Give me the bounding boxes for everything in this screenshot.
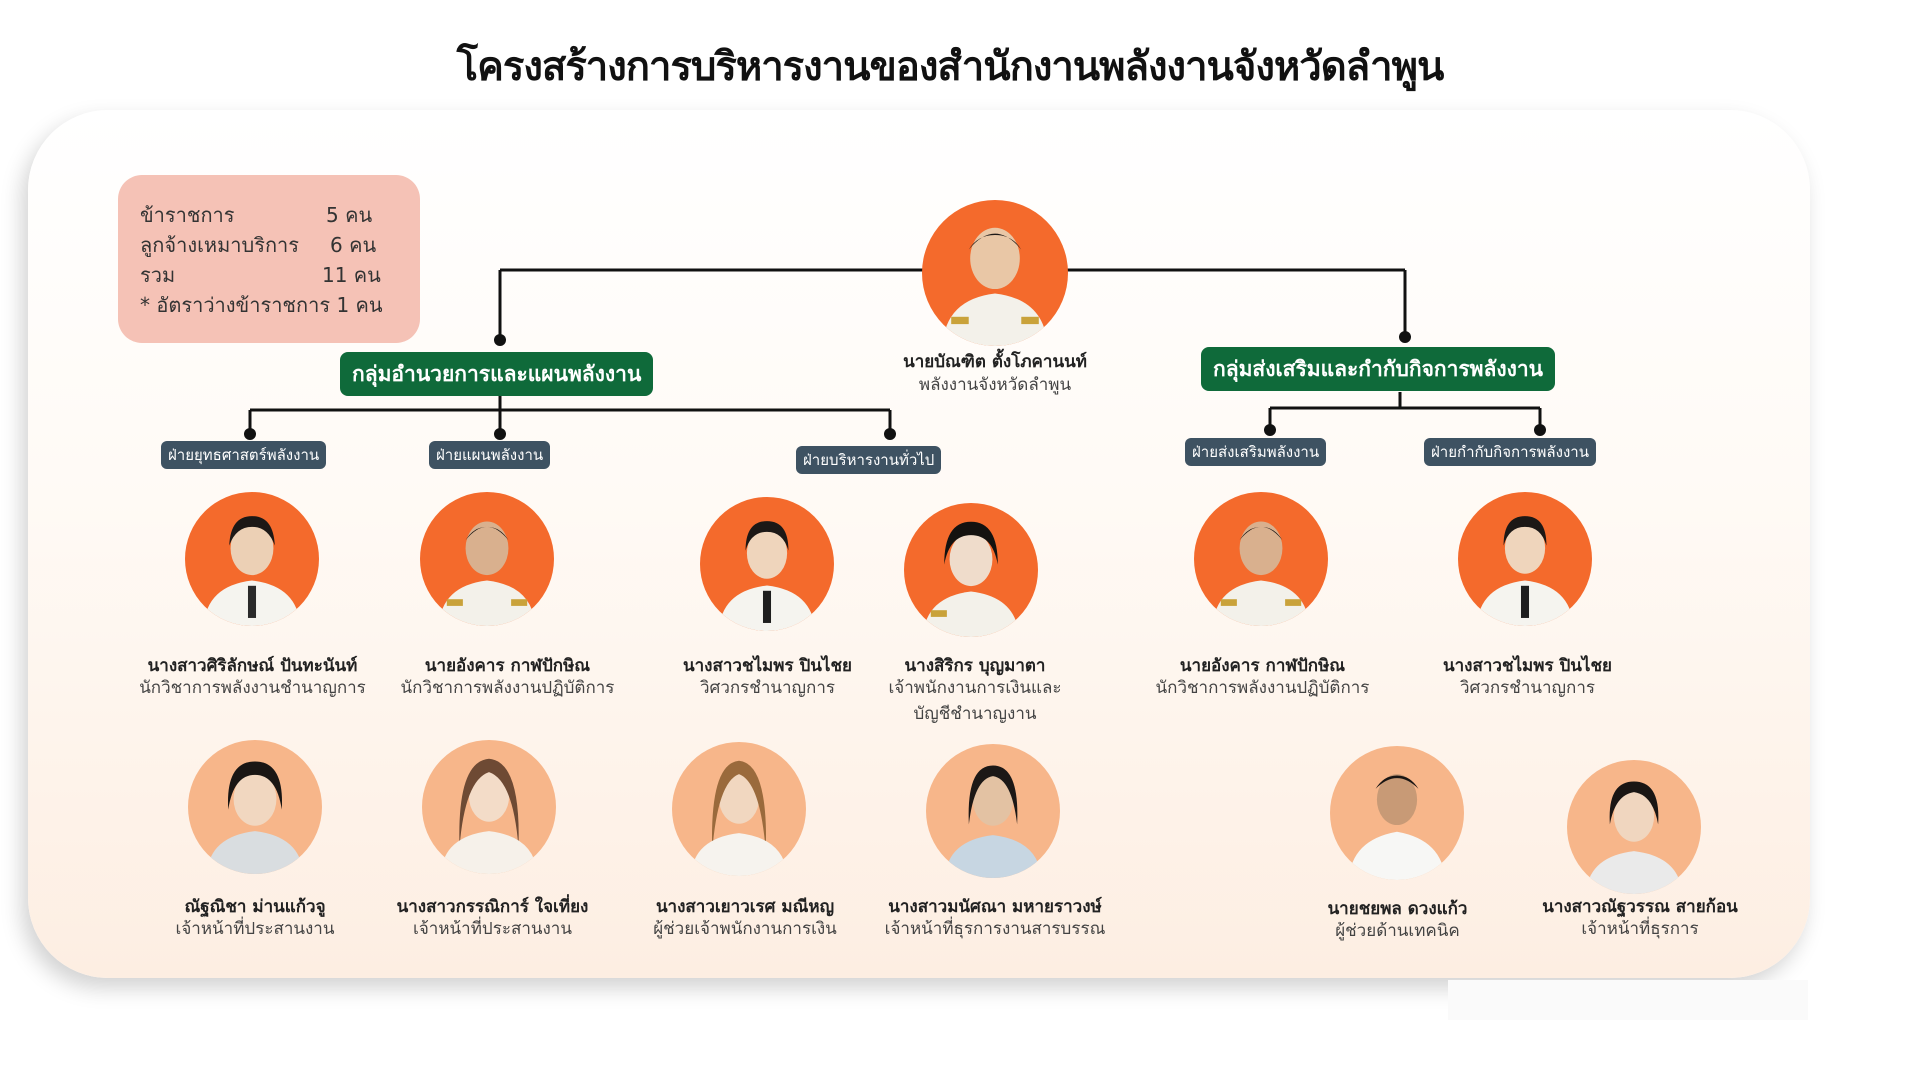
staff-photo (1567, 760, 1701, 894)
staff-position: นักวิชาการพลังงานปฏิบัติการ (1155, 678, 1370, 698)
corner-patch (1448, 980, 1808, 1020)
staff-photo (1330, 746, 1464, 880)
staff-photo (422, 740, 556, 874)
section-general-admin: ฝ่ายบริหารงานทั่วไป (796, 446, 942, 474)
staff-photo (672, 742, 806, 876)
stat-value-total: 11 คน (322, 263, 381, 287)
page-title: โครงสร้างการบริหารงานของสำนักงานพลังงานจ… (456, 44, 1445, 90)
staff-position: เจ้าหน้าที่ธุรการงานสารบรรณ (884, 919, 1106, 939)
staff-photo (1194, 492, 1328, 626)
stat-note-vacancy: * อัตราว่างข้าราชการ 1 คน (140, 293, 383, 317)
staff-name: นางสิริกร บุญมาตา (904, 656, 1046, 676)
stat-value-contract-staff: 6 คน (330, 233, 377, 257)
section-planning: ฝ่ายแผนพลังงาน (429, 441, 551, 469)
staff-photo (926, 744, 1060, 878)
head-name: นายบัณฑิต ตั้งโภคานนท์ (903, 352, 1087, 372)
staff-photo (1458, 492, 1592, 626)
staff-photo (904, 503, 1038, 637)
staff-position-line2: บัญชีชำนาญงาน (913, 704, 1037, 724)
staff-name: นางสาวเยาวเรศ มณีหญ (655, 897, 835, 917)
staff-position: เจ้าพนักงานการเงินและ (888, 678, 1062, 698)
group-admin-planning: กลุ่มอำนวยการและแผนพลังงาน (340, 352, 654, 396)
section-strategy: ฝ่ายยุทธศาสตร์พลังงาน (161, 441, 327, 469)
section-regulation: ฝ่ายกำกับกิจการพลังงาน (1424, 438, 1596, 466)
staff-name: นางสาวศิริลักษณ์ ปันทะนันท์ (147, 656, 358, 676)
head-position: พลังงานจังหวัดลำพูน (918, 375, 1072, 395)
staff-photo (420, 492, 554, 626)
staff-summary-box: ข้าราชการ 5 คน ลูกจ้างเหมาบริการ 6 คน รว… (118, 175, 420, 343)
staff-position: ผู้ช่วยด้านเทคนิค (1335, 921, 1460, 941)
stat-label-total: รวม (140, 263, 176, 287)
staff-name: นายชยพล ดวงแก้ว (1327, 899, 1468, 919)
staff-position: นักวิชาการพลังงานชำนาญการ (139, 678, 366, 698)
staff-name: ณัฐณิชา ม่านแก้วจู (184, 897, 326, 917)
stat-label-contract-staff: ลูกจ้างเหมาบริการ (140, 233, 300, 257)
staff-position: เจ้าหน้าที่ประสานงาน (175, 919, 335, 939)
staff-name: นางสาวณัฐวรรณ สายก้อน (1542, 897, 1738, 917)
stat-value-civil-servants: 5 คน (326, 203, 373, 227)
staff-position: ผู้ช่วยเจ้าพนักงานการเงิน (653, 919, 837, 939)
head-photo (922, 200, 1068, 346)
staff-position: เจ้าหน้าที่ประสานงาน (413, 919, 572, 939)
staff-name: นางสาวมนัศณา มหายราวงษ์ (888, 897, 1102, 917)
staff-position: นักวิชาการพลังงานปฏิบัติการ (400, 678, 615, 698)
staff-photo (188, 740, 322, 874)
stat-label-civil-servants: ข้าราชการ (140, 203, 235, 227)
group-promotion-regulation: กลุ่มส่งเสริมและกำกับกิจการพลังงาน (1201, 347, 1556, 391)
staff-name: นายอังคาร กาฬปักษิณ (424, 656, 591, 676)
staff-name: นางสาวชไมพร ปินไชย (683, 656, 852, 676)
staff-position: วิศวกรชำนาญการ (699, 678, 835, 698)
staff-photo (700, 497, 834, 631)
staff-name: นางสาวกรรณิการ์ ใจเที่ยง (396, 897, 589, 917)
section-promotion: ฝ่ายส่งเสริมพลังงาน (1185, 438, 1327, 466)
staff-name: นางสาวชไมพร ปินไชย (1443, 656, 1612, 676)
staff-position: วิศวกรชำนาญการ (1459, 678, 1595, 698)
staff-position: เจ้าหน้าที่ธุรการ (1581, 919, 1699, 939)
staff-name: นายอังคาร กาฬปักษิณ (1179, 656, 1346, 676)
staff-photo (185, 492, 319, 626)
